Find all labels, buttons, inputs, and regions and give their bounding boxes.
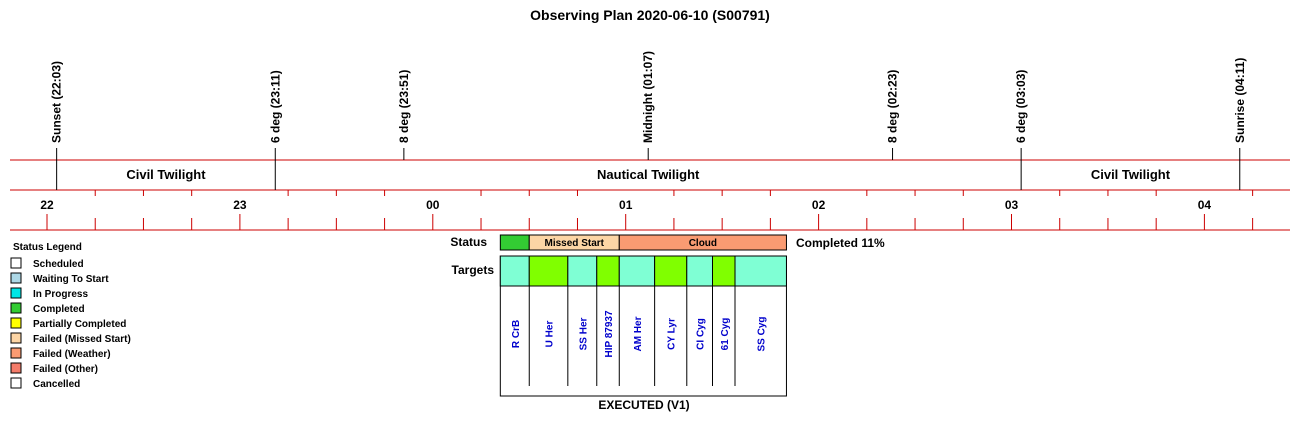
legend-swatch — [10, 362, 22, 374]
twilight-band-label: Nautical Twilight — [597, 167, 700, 182]
status-segment — [499, 234, 530, 251]
target-cell — [654, 255, 688, 287]
x-tick-label: 03 — [1005, 198, 1019, 212]
legend-item-label: In Progress — [33, 289, 88, 300]
event-label: Midnight (01:07) — [641, 51, 655, 143]
event-label: Sunrise (04:11) — [1233, 58, 1247, 143]
legend-swatch — [10, 272, 22, 284]
legend-swatch — [10, 317, 22, 329]
event-label: 8 deg (23:51) — [397, 70, 411, 143]
x-tick-label: 04 — [1198, 198, 1212, 212]
legend-item-label: Cancelled — [33, 379, 80, 390]
legend-swatch — [10, 257, 22, 269]
page-title: Observing Plan 2020-06-10 (S00791) — [530, 7, 770, 23]
legend-swatch — [10, 347, 22, 359]
legend-swatch — [10, 332, 22, 344]
status-segment-label: Cloud — [689, 238, 717, 249]
event-label: 8 deg (02:23) — [886, 70, 900, 143]
status-row: Missed Start Cloud — [499, 234, 787, 251]
legend-item-label: Completed — [33, 304, 85, 315]
time-axis: 22 23 00 01 02 03 04 — [10, 159, 1290, 231]
legend-item-label: Scheduled — [33, 259, 84, 270]
target-cell — [686, 255, 714, 287]
completion-text: Completed 11% — [796, 236, 885, 250]
targets-row-label: Targets — [452, 263, 495, 277]
status-segment-label: Missed Start — [545, 238, 605, 249]
target-cell — [618, 255, 656, 287]
target-name: AM Her — [633, 316, 644, 351]
target-name: 61 Cyg — [720, 318, 731, 351]
legend-swatch — [10, 287, 22, 299]
targets-row: R CrB U Her SS Her HIP 87937 AM Her CY Lyr CI … — [499, 255, 787, 397]
legend-item-label: Partially Completed — [33, 319, 126, 330]
x-tick-label: 23 — [233, 198, 247, 212]
x-tick-label: 01 — [619, 198, 633, 212]
twilight-bands: Civil Twilight Nautical Twilight Civil Twi… — [126, 167, 1170, 182]
target-cell — [499, 255, 530, 287]
event-label: 6 deg (23:11) — [268, 70, 282, 143]
legend-item-label: Failed (Other) — [33, 364, 98, 375]
target-name: CI Cyg — [696, 318, 707, 350]
target-cell — [528, 255, 569, 287]
x-tick-label: 02 — [812, 198, 826, 212]
legend-swatch — [10, 377, 22, 389]
target-name: HIP 87937 — [604, 310, 615, 358]
status-segment — [618, 234, 787, 251]
target-name: SS Cyg — [757, 316, 768, 351]
target-name: SS Her — [578, 317, 589, 350]
event-label: Sunset (22:03) — [50, 61, 64, 143]
x-tick-label: 00 — [426, 198, 440, 212]
target-cell — [596, 255, 620, 287]
target-cell — [734, 255, 787, 287]
target-cell — [567, 255, 598, 287]
legend-item-label: Failed (Weather) — [33, 349, 111, 360]
event-label: 6 deg (03:03) — [1014, 70, 1028, 143]
legend-swatch — [10, 302, 22, 314]
target-name: R CrB — [511, 320, 522, 348]
target-name: CY Lyr — [667, 318, 678, 350]
status-row-label: Status — [450, 235, 487, 249]
target-name: U Her — [545, 321, 556, 348]
event-markers: Sunset (22:03) 6 deg (23:11) 8 deg (23:51)… — [50, 51, 1247, 190]
plan-footer: EXECUTED (V1) — [598, 398, 689, 412]
twilight-band-label: Civil Twilight — [126, 167, 206, 182]
legend-title: Status Legend — [13, 242, 82, 253]
legend-item-label: Waiting To Start — [33, 274, 109, 285]
x-tick-label: 22 — [40, 198, 54, 212]
plan-block: Status Targets Completed 11% EXECUTED (V… — [450, 234, 885, 412]
twilight-band-label: Civil Twilight — [1091, 167, 1171, 182]
target-cell — [712, 255, 736, 287]
legend-item-label: Failed (Missed Start) — [33, 334, 131, 345]
